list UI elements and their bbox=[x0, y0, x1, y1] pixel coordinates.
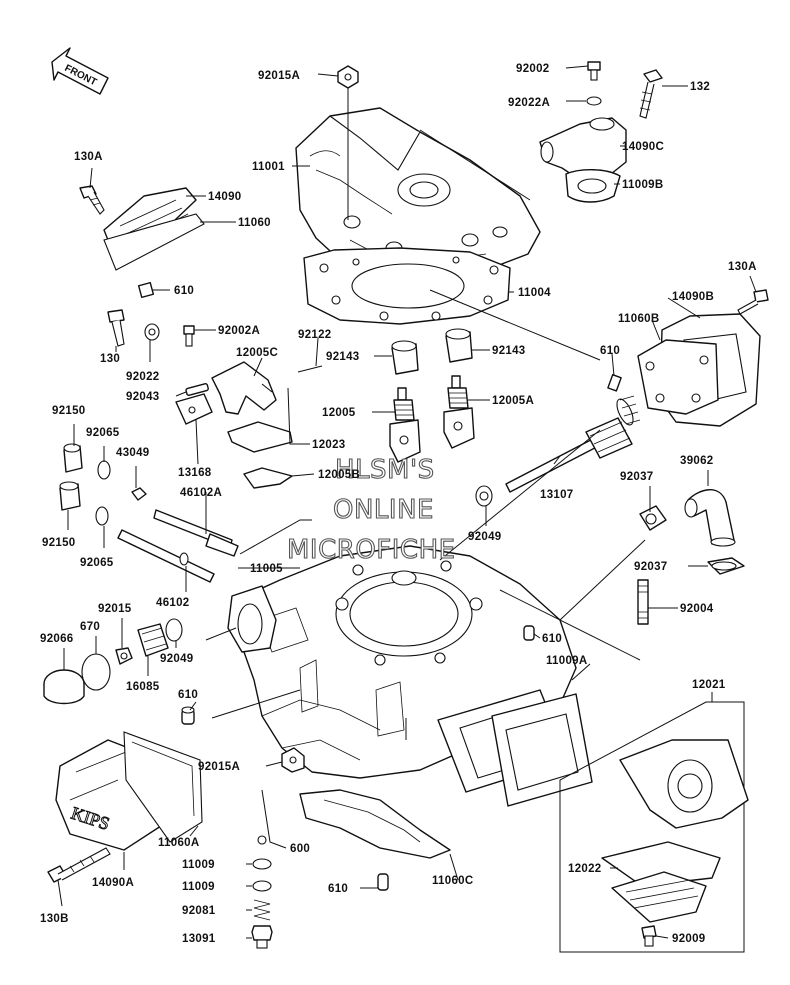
callout: 11005 bbox=[250, 563, 283, 575]
reed-valve-kit-frame bbox=[559, 701, 749, 953]
callout: 92066 bbox=[40, 633, 73, 645]
callout: 92015A bbox=[258, 70, 300, 82]
callout: 12023 bbox=[312, 439, 345, 451]
callout: 130 bbox=[100, 353, 120, 365]
callout: 132 bbox=[690, 81, 710, 93]
callout: 610 bbox=[174, 285, 194, 297]
callout: 46102A bbox=[180, 487, 222, 499]
callout: 130B bbox=[40, 913, 69, 925]
callout: 11009B bbox=[622, 179, 663, 191]
right-reed-cover bbox=[607, 289, 769, 427]
callout: 46102 bbox=[156, 597, 189, 609]
callout: 92150 bbox=[42, 537, 75, 549]
callout: 16085 bbox=[126, 681, 160, 693]
callout: 11004 bbox=[518, 287, 551, 299]
callout: 13091 bbox=[182, 933, 216, 945]
reed-gaskets bbox=[437, 689, 593, 807]
callout: 13107 bbox=[540, 489, 573, 501]
callout: 92143 bbox=[492, 345, 525, 357]
watermark: HLSM'S ONLINE MICROFICHE bbox=[286, 454, 456, 565]
callout: 92122 bbox=[298, 329, 331, 341]
callout: 92049 bbox=[160, 653, 193, 665]
callout: 92043 bbox=[126, 391, 159, 403]
head-gasket bbox=[303, 247, 511, 325]
watermark-line-2: ONLINE bbox=[333, 495, 434, 525]
callout: 92150 bbox=[52, 405, 85, 417]
callout: 600 bbox=[290, 843, 310, 855]
callout-labels: 92015A 11001 92002 92022A 132 14090C 110… bbox=[40, 63, 757, 945]
callout: 92022 bbox=[126, 371, 159, 383]
callout: 11009 bbox=[182, 881, 215, 893]
callout: 92004 bbox=[680, 603, 714, 615]
water-outlet bbox=[539, 61, 663, 203]
callout: 92009 bbox=[672, 933, 705, 945]
callout: 92065 bbox=[80, 557, 114, 569]
exhaust-valve-linkage bbox=[175, 361, 323, 489]
push-rods bbox=[117, 509, 239, 583]
callout: 11060 bbox=[238, 217, 271, 229]
left-cover bbox=[79, 185, 205, 299]
watermark-line-1: HLSM'S bbox=[335, 455, 435, 485]
bolts-group-left bbox=[107, 309, 195, 347]
callout: 12005A bbox=[492, 395, 534, 407]
callout: 92037 bbox=[634, 561, 667, 573]
callout: 92015A bbox=[198, 761, 240, 773]
callout: 11060C bbox=[432, 875, 473, 887]
callout: 11060A bbox=[158, 837, 199, 849]
callout: 92081 bbox=[182, 905, 216, 917]
small-fasteners-bottom bbox=[251, 625, 535, 949]
callout: 92002 bbox=[516, 63, 549, 75]
callout: 610 bbox=[600, 345, 620, 357]
leader-lines bbox=[57, 65, 757, 939]
callout: 11009 bbox=[182, 859, 215, 871]
callout: 11060B bbox=[618, 313, 659, 325]
callout: 92143 bbox=[326, 351, 359, 363]
callout: 92065 bbox=[86, 427, 120, 439]
callout: 14090 bbox=[208, 191, 241, 203]
callout: 92015 bbox=[98, 603, 132, 615]
callout: 11009A bbox=[546, 655, 587, 667]
callout: 12021 bbox=[692, 679, 726, 691]
nut-92015a-top bbox=[337, 65, 359, 89]
exhaust-valves bbox=[389, 328, 475, 463]
callout: 670 bbox=[80, 621, 100, 633]
callout: 14090B bbox=[672, 291, 714, 303]
callout: 130A bbox=[74, 151, 103, 163]
callout: 13168 bbox=[178, 467, 212, 479]
cylinder-head bbox=[295, 107, 541, 279]
callout: 12005 bbox=[322, 407, 356, 419]
watermark-line-3: MICROFICHE bbox=[287, 535, 456, 565]
hose-and-clamps bbox=[637, 489, 745, 625]
callout: 12022 bbox=[568, 863, 601, 875]
callout: 12005B bbox=[318, 469, 360, 481]
callout: 92022A bbox=[508, 97, 550, 109]
callout: 14090A bbox=[92, 877, 134, 889]
callout: 12005C bbox=[236, 347, 278, 359]
callout: 610 bbox=[542, 633, 562, 645]
callout: 610 bbox=[178, 689, 198, 701]
front-arrow-icon: FRONT bbox=[51, 47, 109, 95]
washers-92049 bbox=[475, 485, 493, 507]
callout: 92037 bbox=[620, 471, 653, 483]
callout: 14090C bbox=[622, 141, 664, 153]
callout: 92002A bbox=[218, 325, 260, 337]
callout: 11001 bbox=[252, 161, 285, 173]
callout: 39062 bbox=[680, 455, 713, 467]
caps-and-seals bbox=[59, 443, 147, 526]
callout: 43049 bbox=[116, 447, 149, 459]
exhaust-shaft bbox=[505, 395, 641, 493]
kips-cover: KIPS bbox=[47, 731, 203, 883]
callout: 610 bbox=[328, 883, 348, 895]
callout: 92049 bbox=[468, 531, 501, 543]
callout: 130A bbox=[728, 261, 757, 273]
